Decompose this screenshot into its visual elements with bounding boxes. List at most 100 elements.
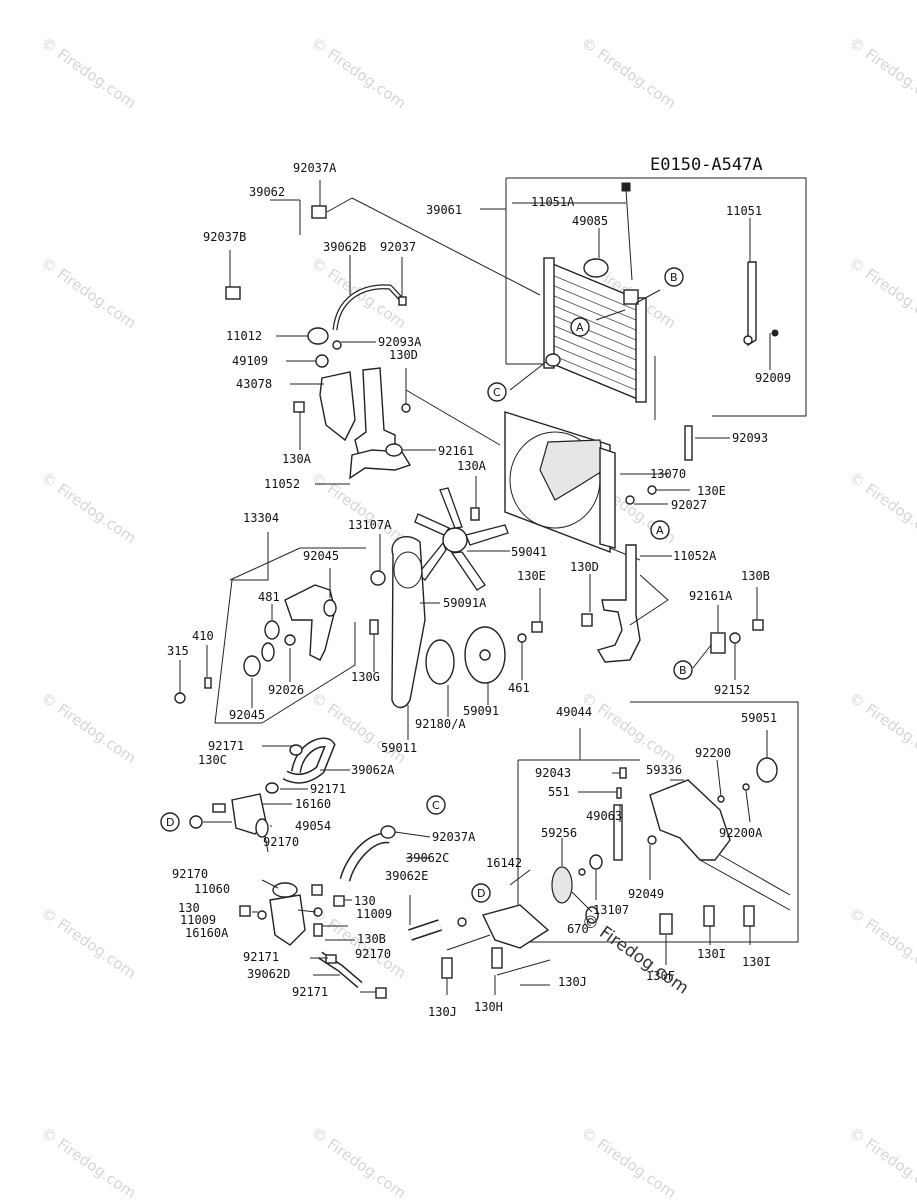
watermark: © Firedog.com (846, 254, 917, 333)
fan-belt-group (370, 476, 543, 740)
part-label: 59051 (741, 711, 777, 725)
part-label: 130A (282, 452, 312, 466)
pump-body (649, 779, 731, 861)
part-label: 11060 (194, 882, 230, 896)
part-label: 11009 (356, 907, 392, 921)
water-outlet (269, 894, 306, 946)
callout-b-label: B (679, 664, 687, 677)
radiator-cap (583, 258, 609, 278)
part-label: 11051 (726, 204, 762, 218)
callout-b (673, 660, 693, 680)
part-label: 92170 (355, 947, 391, 961)
part-label: 49109 (232, 354, 268, 368)
part-label: 49054 (295, 819, 331, 833)
thermostat-group (189, 737, 467, 999)
part-label: 130G (351, 670, 380, 684)
watermark: © Firedog.com (578, 34, 680, 113)
hose-clamp (311, 205, 327, 219)
watermark: © Firedog.com (38, 469, 140, 548)
radiator-group (480, 177, 807, 461)
part-label: 92171 (292, 985, 328, 999)
part-label: 130J (428, 1005, 457, 1019)
part-label: 92037A (293, 161, 337, 175)
watermark: © Firedog.com (578, 1124, 680, 1200)
part-label: 92009 (755, 371, 791, 385)
watermark: © Firedog.com (846, 34, 917, 113)
part-label: 130B (741, 569, 770, 583)
thermostat (255, 818, 269, 838)
part-label: 92200 (695, 746, 731, 760)
part-label: 130C (198, 753, 227, 767)
callout-b (664, 267, 684, 287)
part-label: 92093 (732, 431, 768, 445)
part-label: 92152 (714, 683, 750, 697)
part-label: 670 (567, 922, 589, 936)
part-label: 11051A (531, 195, 575, 209)
callout-a-label: A (656, 524, 664, 537)
watermark-layer: © Firedog.com © Firedog.com © Firedog.co… (38, 34, 917, 1200)
part-label: 92171 (243, 950, 279, 964)
part-label: 39062A (351, 763, 395, 777)
part-label: 92027 (671, 498, 707, 512)
part-label: 11009 (180, 913, 216, 927)
part-label: 16160 (295, 797, 331, 811)
part-label: 92037 (380, 240, 416, 254)
reservoir-tank (319, 371, 356, 442)
part-label: 49063 (586, 809, 622, 823)
callout-a (650, 520, 670, 540)
part-label: 130F (646, 969, 675, 983)
impeller (551, 866, 573, 904)
watermark: © Firedog.com (38, 34, 140, 113)
part-label: 481 (258, 590, 280, 604)
water-pump-group (441, 701, 799, 995)
part-label: 130B (357, 932, 386, 946)
part-label: 59091A (443, 596, 487, 610)
part-label: 92026 (268, 683, 304, 697)
part-label: 92171 (208, 739, 244, 753)
callout-c-label: C (493, 386, 501, 399)
part-label: 59336 (646, 763, 682, 777)
part-label: 92045 (303, 549, 339, 563)
part-label: 92037B (203, 230, 246, 244)
part-label: 130I (697, 947, 726, 961)
callout-d (471, 883, 491, 903)
callout-b-label: B (670, 271, 678, 284)
part-label: 11052A (673, 549, 717, 563)
part-label: 130A (457, 459, 487, 473)
watermark: © Firedog.com (577, 910, 692, 999)
part-label: 92180/A (415, 717, 466, 731)
part-label: 130J (558, 975, 587, 989)
callout-a-label: A (576, 321, 584, 334)
part-label: 130D (389, 348, 418, 362)
watermark: © Firedog.com (38, 1124, 140, 1200)
part-label: 13107A (348, 518, 392, 532)
watermark: © Firedog.com (308, 469, 410, 548)
part-label: 39061 (426, 203, 462, 217)
part-label: 551 (548, 785, 570, 799)
part-label: 92170 (263, 835, 299, 849)
callout-markers: B A C A B C D D (160, 267, 693, 903)
part-label: 11012 (226, 329, 262, 343)
part-label: 92045 (229, 708, 265, 722)
part-label: 59091 (463, 704, 499, 718)
part-label: 92093A (378, 335, 422, 349)
part-label: 39062D (247, 967, 290, 981)
part-label: 39062B (323, 240, 366, 254)
fan-belt (391, 536, 426, 709)
watermark: © Firedog.com (846, 689, 917, 768)
watermark: © Firedog.com (846, 904, 917, 983)
diagram-code: E0150-A547A (650, 155, 763, 175)
callout-c (426, 795, 446, 815)
part-label: 92161A (689, 589, 733, 603)
part-label: 43078 (236, 377, 272, 391)
hose-clamp (225, 286, 241, 300)
part-label: 16142 (486, 856, 522, 870)
part-label: 39062 (249, 185, 285, 199)
part-label: 13304 (243, 511, 279, 525)
callout-c (487, 382, 507, 402)
part-label: 410 (192, 629, 214, 643)
part-label: 92043 (535, 766, 571, 780)
part-label: 11052 (264, 477, 300, 491)
part-label: 59256 (541, 826, 577, 840)
